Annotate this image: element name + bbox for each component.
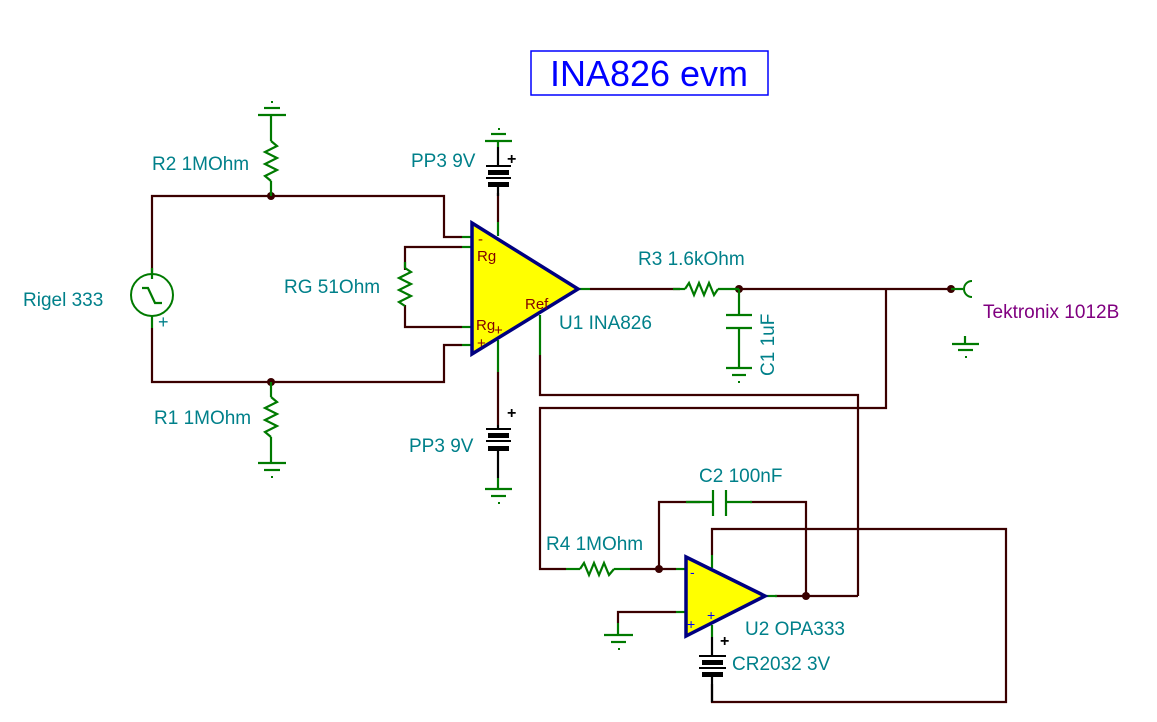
- ground-icon: [258, 461, 286, 478]
- wire-ref: [538, 355, 860, 596]
- battery-plate: [488, 170, 509, 175]
- opamp-triangle: [470, 219, 582, 358]
- u1-pin-ref: Ref: [525, 296, 549, 313]
- u2-pin-plus: +: [687, 616, 695, 632]
- u1-pin-rg-top: Rg: [477, 248, 496, 265]
- source-polarity: +: [158, 312, 169, 332]
- u1-pin-minus: -: [478, 231, 483, 248]
- title-frame: [530, 50, 769, 96]
- battery-plate: [488, 182, 509, 187]
- source-label: Rigel 333: [23, 290, 103, 311]
- junction-node: [802, 592, 810, 600]
- wire-u2-plus-gnd: [616, 610, 676, 623]
- resistor-r4[interactable]: R4 1MOhm: [546, 534, 643, 578]
- junction-node: [655, 565, 663, 573]
- battery-plate: [702, 660, 723, 665]
- ground-icon: [485, 128, 512, 143]
- opamp-u2[interactable]: - + + U2 OPA333: [604, 554, 845, 650]
- battery-bottom-label: PP3 9V: [409, 436, 474, 457]
- ground-icon: [258, 101, 286, 117]
- resistor-r3[interactable]: R3 1.6kOhm: [638, 249, 745, 298]
- wire-feedback-to-r4: [538, 289, 888, 571]
- c1-label: C1 1uF: [758, 314, 779, 376]
- wire-rg-top: [403, 245, 462, 270]
- battery-plate: [488, 446, 509, 451]
- r1-label: R1 1MOhm: [154, 408, 251, 429]
- battery-bottom-polarity: +: [507, 405, 516, 422]
- c2-label: C2 100nF: [699, 466, 782, 487]
- ground-icon: [726, 366, 752, 383]
- probe-label: Tektronix 1012B: [983, 302, 1119, 323]
- coin-cell-polarity: +: [720, 633, 729, 650]
- u1-pin-rg-bottom: Rg: [476, 317, 495, 334]
- capacitor-c1[interactable]: C1 1uF: [726, 289, 779, 383]
- oscilloscope-probe[interactable]: Tektronix 1012B: [951, 280, 1119, 358]
- resistor-r1[interactable]: R1 1MOhm: [154, 382, 286, 478]
- probe-connector-icon: [963, 280, 973, 298]
- u1-label: U1 INA826: [559, 313, 652, 334]
- battery-plate: [702, 672, 723, 677]
- wires: [150, 193, 1008, 704]
- instrumentation-amp-u1[interactable]: - Rg Rg + + Ref U1 INA826: [462, 219, 652, 372]
- wire-input-minus: [150, 194, 462, 275]
- battery-plate: [488, 433, 509, 438]
- wire-input-plus: [150, 328, 462, 384]
- ground-icon: [604, 623, 633, 650]
- wire-rg-bottom: [403, 305, 462, 329]
- wire-c2-right: [750, 500, 808, 596]
- coin-cell-label: CR2032 3V: [732, 654, 831, 675]
- resistor-rg[interactable]: RG 51Ohm: [284, 262, 414, 307]
- rg-label: RG 51Ohm: [284, 277, 380, 298]
- r2-label: R2 1MOhm: [152, 154, 249, 175]
- r4-label: R4 1MOhm: [546, 534, 643, 555]
- u2-pin-supply-plus: +: [707, 607, 715, 623]
- battery-top-label: PP3 9V: [411, 151, 476, 172]
- r3-label: R3 1.6kOhm: [638, 249, 745, 270]
- u2-label: U2 OPA333: [745, 619, 845, 640]
- battery-top-polarity: +: [507, 151, 516, 168]
- u2-pin-minus: -: [690, 564, 695, 580]
- battery-coin-cell[interactable]: + CR2032 3V: [699, 633, 831, 702]
- signal-source-rigel[interactable]: + Rigel 333: [23, 268, 174, 332]
- opamp-triangle: [684, 554, 769, 639]
- capacitor-c2[interactable]: C2 100nF: [686, 466, 782, 516]
- battery-bottom[interactable]: + PP3 9V: [409, 405, 516, 504]
- u1-pin-rg-plus: +: [494, 322, 503, 339]
- battery-top[interactable]: + PP3 9V: [411, 128, 516, 196]
- ground-icon: [485, 487, 512, 504]
- u1-pin-plus: +: [477, 335, 486, 352]
- resistor-r2[interactable]: R2 1MOhm: [152, 101, 286, 196]
- schematic-title: INA826 evm: [550, 53, 748, 94]
- ground-icon: [952, 336, 979, 358]
